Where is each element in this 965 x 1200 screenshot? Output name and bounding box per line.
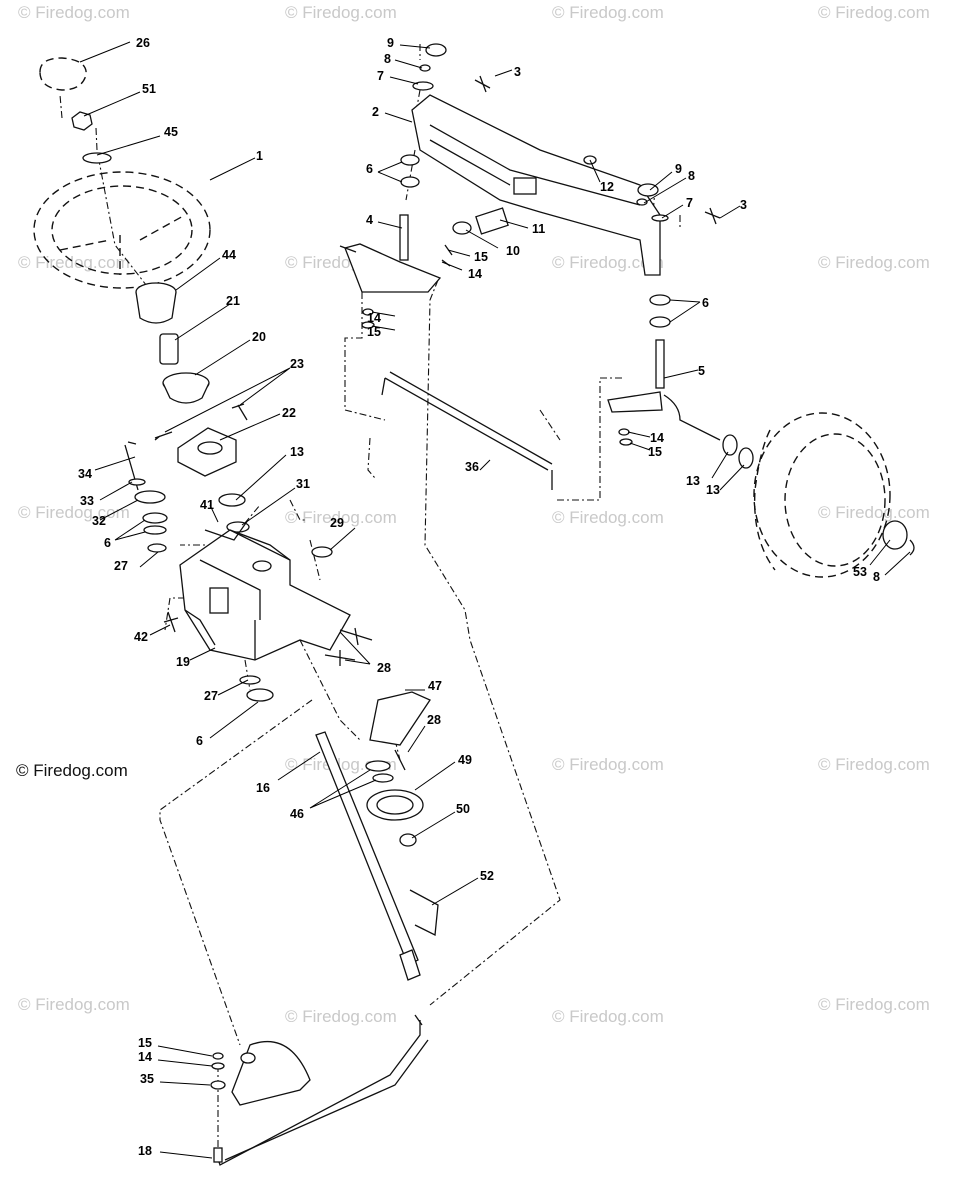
- part-label: 5: [698, 364, 705, 378]
- part-label: 6: [196, 734, 203, 748]
- part-label: 1: [256, 149, 263, 163]
- part-label: 15: [474, 250, 488, 264]
- part-label: 44: [222, 248, 236, 262]
- part-label: 41: [200, 498, 214, 512]
- steering-wheel: [33, 57, 248, 477]
- watermark: © Firedog.com: [18, 995, 130, 1014]
- part-label: 50: [456, 802, 470, 816]
- part-label: 14: [468, 267, 482, 281]
- part-label: 12: [600, 180, 614, 194]
- part-label: 29: [330, 516, 344, 530]
- copyright-text: © Firedog.com: [16, 761, 128, 780]
- watermark: © Firedog.com: [285, 3, 397, 22]
- watermark: © Firedog.com: [552, 1007, 664, 1026]
- part-label: 47: [428, 679, 442, 693]
- part-label: 11: [532, 222, 545, 236]
- leader-lines: [79, 41, 911, 1159]
- part-label: 51: [142, 82, 156, 96]
- part-label: 15: [648, 445, 662, 459]
- part-label: 7: [377, 69, 384, 83]
- part-label: 14: [138, 1050, 152, 1064]
- wheel: [753, 412, 915, 578]
- part-label: 15: [367, 325, 381, 339]
- part-label: 36: [465, 460, 479, 474]
- part-label: 6: [366, 162, 373, 176]
- part-label: 7: [686, 196, 693, 210]
- part-label: 13: [290, 445, 304, 459]
- part-label: 23: [290, 357, 304, 371]
- part-label: 9: [675, 162, 682, 176]
- part-label: 35: [140, 1072, 154, 1086]
- watermark: © Firedog.com: [18, 253, 130, 272]
- watermark: © Firedog.com: [552, 755, 664, 774]
- part-label: 14: [650, 431, 664, 445]
- part-label: 46: [290, 807, 304, 821]
- part-label: 19: [176, 655, 190, 669]
- part-label: 53: [853, 565, 867, 579]
- part-label: 31: [296, 477, 310, 491]
- part-label: 13: [706, 483, 720, 497]
- part-label: 8: [384, 52, 391, 66]
- tie-rod: [381, 371, 553, 490]
- watermark: © Firedog.com: [552, 253, 664, 272]
- part-label: 13: [686, 474, 700, 488]
- watermark: © Firedog.com: [818, 3, 930, 22]
- copyright-mark: © Firedog.com: [16, 761, 128, 780]
- steering-bracket: [124, 441, 373, 702]
- watermark: © Firedog.com: [818, 755, 930, 774]
- part-label: 49: [458, 753, 472, 767]
- part-label: 34: [78, 467, 92, 481]
- watermark: © Firedog.com: [18, 3, 130, 22]
- drag-link: [210, 1014, 429, 1166]
- part-label: 6: [702, 296, 709, 310]
- part-label: 9: [387, 36, 394, 50]
- part-label: 28: [377, 661, 391, 675]
- part-label: 14: [367, 311, 381, 325]
- part-label: 32: [92, 514, 106, 528]
- part-label: 3: [740, 198, 747, 212]
- part-label: 6: [104, 536, 111, 550]
- part-label: 3: [514, 65, 521, 79]
- part-label: 20: [252, 330, 266, 344]
- watermark: © Firedog.com: [818, 253, 930, 272]
- part-label: 8: [873, 570, 880, 584]
- part-label: 15: [138, 1036, 152, 1050]
- part-label: 27: [204, 689, 218, 703]
- watermark: © Firedog.com: [285, 508, 397, 527]
- part-label: 8: [688, 169, 695, 183]
- watermark: © Firedog.com: [285, 1007, 397, 1026]
- part-label: 18: [138, 1144, 152, 1158]
- part-label: 2: [372, 105, 379, 119]
- part-label: 52: [480, 869, 494, 883]
- front-axle: [339, 43, 754, 469]
- part-label: 16: [256, 781, 270, 795]
- watermark: © Firedog.com: [818, 503, 930, 522]
- part-label: 27: [114, 559, 128, 573]
- steering-shaft: [315, 691, 439, 981]
- watermark: © Firedog.com: [18, 503, 130, 522]
- part-label: 10: [506, 244, 520, 258]
- watermark: © Firedog.com: [552, 508, 664, 527]
- watermark: © Firedog.com: [818, 995, 930, 1014]
- watermarks: © Firedog.com © Firedog.com © Firedog.co…: [18, 3, 930, 1026]
- part-label: 33: [80, 494, 94, 508]
- part-label: 28: [427, 713, 441, 727]
- part-label: 4: [366, 213, 373, 227]
- part-label: 26: [136, 36, 150, 50]
- part-label: 22: [282, 406, 296, 420]
- watermark: © Firedog.com: [552, 3, 664, 22]
- part-label: 21: [226, 294, 240, 308]
- part-label: 42: [134, 630, 148, 644]
- part-label: 45: [164, 125, 178, 139]
